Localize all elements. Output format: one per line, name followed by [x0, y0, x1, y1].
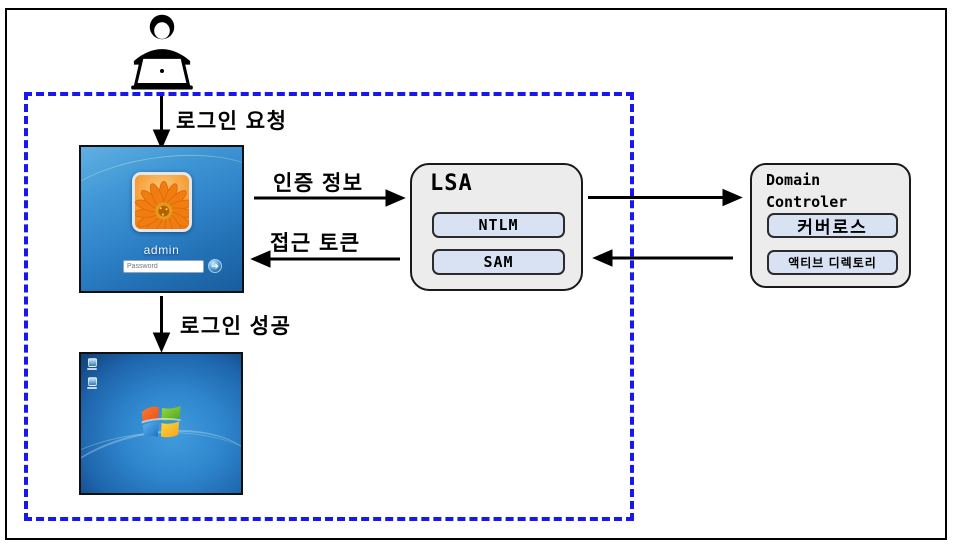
- dc-title-line1: Domain: [766, 171, 821, 189]
- lsa-title: LSA: [430, 171, 473, 196]
- windows-logo-icon: [135, 395, 187, 447]
- desktop-shortcut-icon[interactable]: [86, 377, 98, 389]
- password-input[interactable]: [123, 259, 204, 273]
- login-go-button[interactable]: ➔: [208, 259, 222, 273]
- trust-boundary-dashed-box: [24, 92, 634, 521]
- label-access-token: 접근 토큰: [270, 232, 361, 255]
- lsa-box: LSA NTLM SAM: [410, 163, 583, 291]
- active-directory-module: 액티브 디렉토리: [767, 250, 898, 275]
- windows-login-screen-image: admin ➔: [79, 145, 244, 293]
- user-at-laptop-icon: [116, 12, 208, 90]
- label-auth-info: 인증 정보: [273, 172, 364, 195]
- sam-module: SAM: [432, 249, 565, 275]
- label-login-success: 로그인 성공: [180, 315, 292, 338]
- login-username-label: admin: [143, 243, 180, 257]
- kerberos-module: 커버로스: [767, 213, 898, 238]
- user-avatar-flower-icon: [131, 172, 192, 232]
- recycle-bin-icon[interactable]: [86, 358, 98, 370]
- dc-title-line2: Controler: [766, 192, 848, 211]
- ntlm-module: NTLM: [432, 212, 565, 238]
- label-login-request: 로그인 요청: [176, 110, 288, 133]
- windows-desktop-image: [79, 352, 243, 495]
